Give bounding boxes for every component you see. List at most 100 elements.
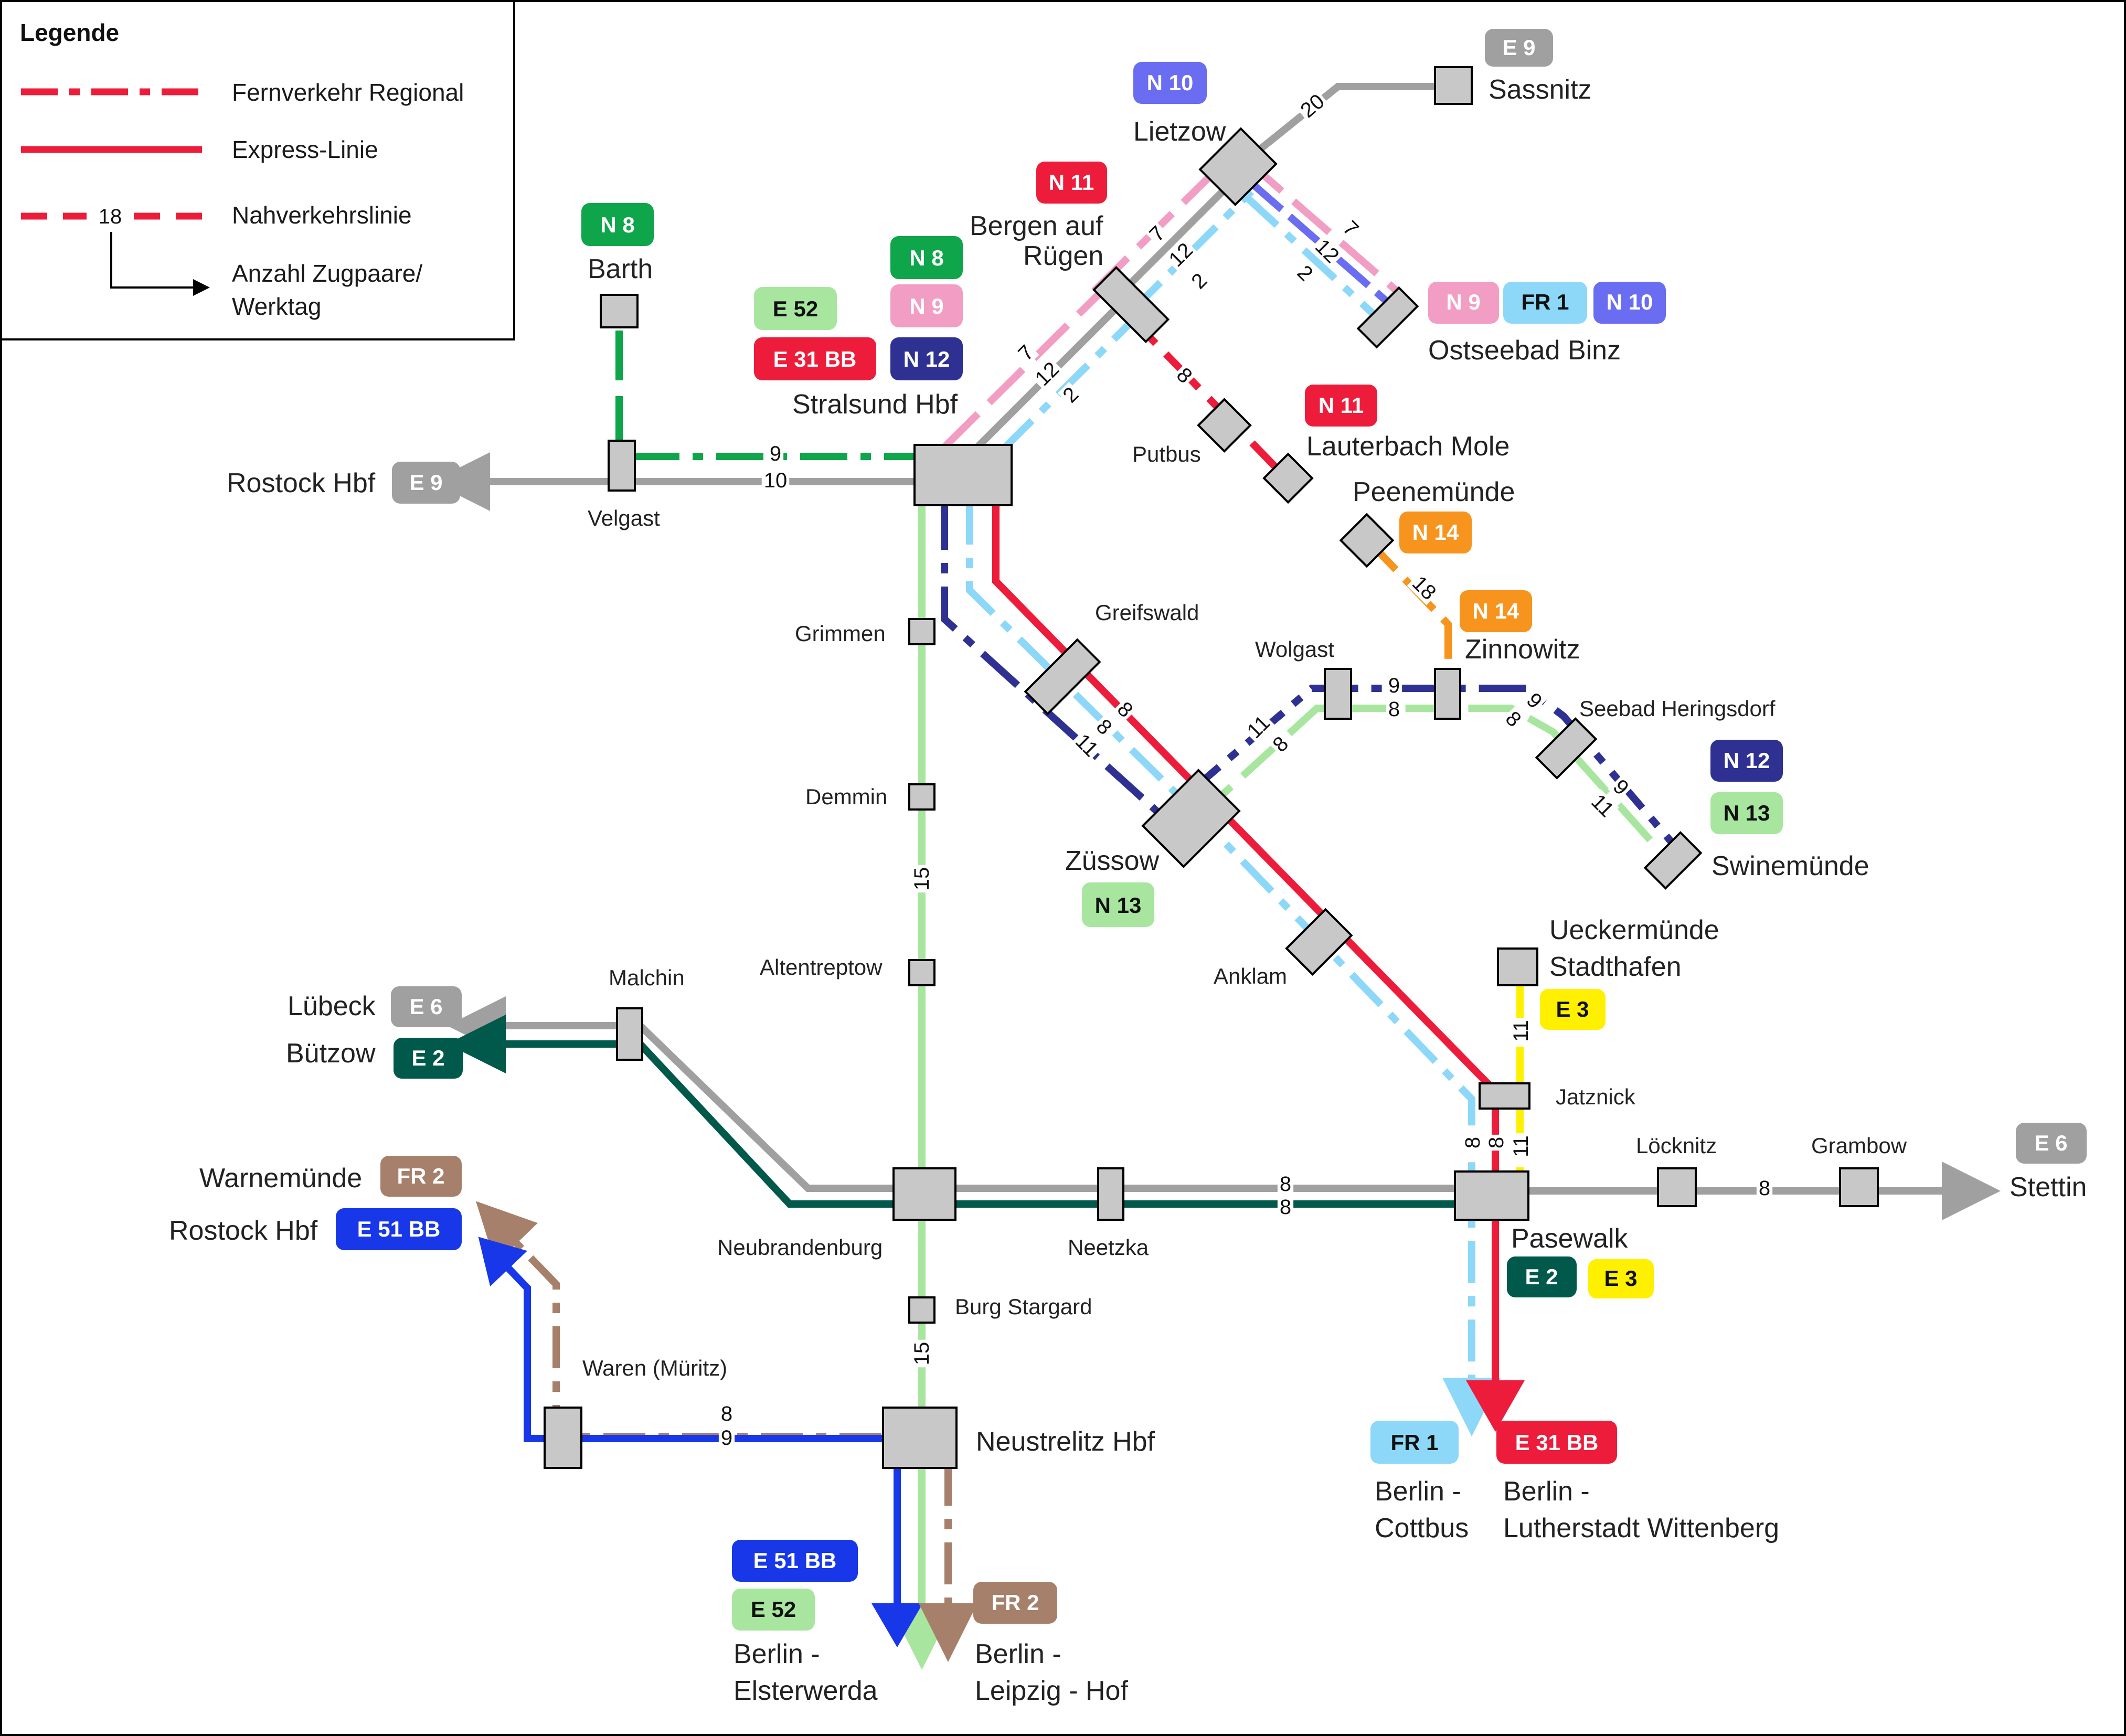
station-grambow[interactable] <box>1839 1167 1879 1207</box>
name-heringsdorf: Seebad Heringsdorf <box>1579 696 1776 721</box>
badge-e9-rostock[interactable]: E 9 <box>392 462 460 504</box>
legend: Legende Fernverkehr Regional Express-Lin… <box>0 0 515 340</box>
badge-n11-bergen[interactable]: N 11 <box>1036 162 1107 204</box>
legend-nahverkehr-label: Nahverkehrslinie <box>232 201 412 229</box>
station-waren[interactable] <box>544 1407 582 1469</box>
badge-n13-swinemuende[interactable]: N 13 <box>1710 792 1783 834</box>
count-velgast-stralsund-n8: 9 <box>770 442 781 465</box>
name-zinnowitz: Zinnowitz <box>1465 634 1580 665</box>
badge-n10-lietzow[interactable]: N 10 <box>1133 62 1207 104</box>
count-label-halo <box>1242 710 1275 744</box>
badge-e2-pasewalk[interactable]: E 2 <box>1507 1256 1577 1297</box>
count-label-halo <box>1186 268 1213 294</box>
badge-fr2-berlin[interactable]: FR 2 <box>973 1582 1057 1624</box>
station-peenemuende[interactable] <box>1339 513 1395 568</box>
station-zinnowitz[interactable] <box>1434 668 1461 720</box>
badge-e51bb-berlin[interactable]: E 51 BB <box>732 1540 858 1582</box>
station-greifswald[interactable] <box>1024 638 1101 716</box>
svg-text:E 9: E 9 <box>409 470 442 495</box>
svg-text:E 6: E 6 <box>2034 1131 2067 1155</box>
line-n9-stralsund-bergen <box>942 291 1102 450</box>
badge-e52-stralsund[interactable]: E 52 <box>754 287 837 330</box>
name-berlin-elsterwerda-line1: Berlin - <box>734 1639 820 1669</box>
station-bergen[interactable] <box>1092 266 1170 344</box>
station-stralsund[interactable] <box>913 444 1013 506</box>
name-wolgast: Wolgast <box>1255 637 1334 662</box>
count-label-halo <box>1511 1133 1532 1159</box>
badge-e52-berlin[interactable]: E 52 <box>732 1589 815 1631</box>
station-binz[interactable] <box>1356 286 1419 349</box>
station-neustrelitz[interactable] <box>882 1407 958 1469</box>
name-jatznick: Jatznick <box>1556 1084 1636 1109</box>
station-lauterbach[interactable] <box>1262 452 1314 504</box>
station-pasewalk[interactable] <box>1454 1170 1529 1221</box>
badge-e31bb-stralsund[interactable]: E 31 BB <box>754 337 876 380</box>
svg-text:FR 1: FR 1 <box>1390 1430 1438 1455</box>
name-swinemuende: Swinemünde <box>1712 851 1869 881</box>
line-e9-lietzow-sassnitz <box>1236 83 1440 170</box>
station-heringsdorf[interactable] <box>1535 717 1598 780</box>
station-velgast[interactable] <box>608 440 636 492</box>
badge-e6-luebeck[interactable]: E 6 <box>391 986 462 1027</box>
badge-fr1-binz[interactable]: FR 1 <box>1503 282 1587 324</box>
station-malchin[interactable] <box>616 1007 643 1061</box>
station-sassnitz[interactable] <box>1434 66 1473 105</box>
badge-e9-sassnitz[interactable]: E 9 <box>1485 29 1553 67</box>
count-label-halo <box>1030 357 1065 391</box>
station-anklam[interactable] <box>1285 908 1353 976</box>
svg-text:E 3: E 3 <box>1604 1266 1637 1291</box>
station-barth[interactable] <box>600 294 639 328</box>
count-label-halo <box>1277 1174 1294 1195</box>
badge-e3-pasewalk[interactable]: E 3 <box>1588 1259 1654 1298</box>
badge-e3-ueckermuende[interactable]: E 3 <box>1540 989 1606 1030</box>
name-ueckermuende-line1: Ueckermünde <box>1549 915 1719 945</box>
badge-e51bb-rostock[interactable]: E 51 BB <box>336 1208 462 1250</box>
station-demmin[interactable] <box>908 783 936 811</box>
badge-n14-peenemuende[interactable]: N 14 <box>1399 512 1472 553</box>
name-rostock-hbf-south: Rostock Hbf <box>169 1216 318 1246</box>
name-warnemuende: Warnemünde <box>199 1163 362 1194</box>
badge-n12-swinemuende[interactable]: N 12 <box>1710 740 1783 782</box>
station-loecknitz[interactable] <box>1657 1167 1697 1207</box>
svg-text:FR 1: FR 1 <box>1521 290 1569 314</box>
badge-n9-binz[interactable]: N 9 <box>1428 282 1499 324</box>
count-label-halo <box>1608 774 1634 801</box>
station-putbus[interactable] <box>1197 398 1252 453</box>
station-neetzka[interactable] <box>1097 1167 1124 1221</box>
badge-n11-lauterbach[interactable]: N 11 <box>1305 385 1377 427</box>
count-label-halo <box>1337 215 1364 242</box>
line-e31bb-stralsund-berlin <box>992 503 1525 1432</box>
station-jatznick[interactable] <box>1479 1082 1530 1110</box>
station-zuessow[interactable] <box>1141 769 1241 868</box>
badge-n10-binz[interactable]: N 10 <box>1593 282 1666 324</box>
name-berlin-wittenberg-line2: Lutherstadt Wittenberg <box>1503 1513 1779 1543</box>
badge-n9-stralsund[interactable]: N 9 <box>890 284 963 327</box>
badge-fr1-berlin[interactable]: FR 1 <box>1370 1421 1459 1464</box>
name-berlin-wittenberg-line1: Berlin - <box>1503 1476 1590 1507</box>
station-altentreptow[interactable] <box>908 959 936 986</box>
svg-text:E 9: E 9 <box>1502 35 1535 60</box>
station-wolgast[interactable] <box>1324 668 1352 720</box>
badge-n12-stralsund[interactable]: N 12 <box>890 337 963 380</box>
legend-count-label-line2: Werktag <box>232 293 321 320</box>
badge-n13-zuessow[interactable]: N 13 <box>1082 882 1154 927</box>
line-fr1-stralsund-bergen <box>1000 310 1144 453</box>
station-burg-stargard[interactable] <box>908 1296 936 1324</box>
station-ueckermuende[interactable] <box>1497 947 1538 986</box>
svg-text:E 6: E 6 <box>409 994 442 1019</box>
station-lietzow[interactable] <box>1198 127 1278 206</box>
legend-count-example: 18 <box>99 205 122 228</box>
badge-n8-barth[interactable]: N 8 <box>581 203 654 246</box>
station-swinemuende[interactable] <box>1643 831 1703 890</box>
badge-n14-zinnowitz[interactable]: N 14 <box>1460 590 1532 632</box>
svg-text:N 13: N 13 <box>1095 893 1142 918</box>
count-ueckermuende-jatznick: 11 <box>1510 1020 1533 1042</box>
badge-fr2-warnemuende[interactable]: FR 2 <box>380 1156 462 1197</box>
badge-e6-stettin[interactable]: E 6 <box>2016 1123 2087 1164</box>
count-label-halo <box>1292 260 1319 286</box>
badge-n8-stralsund[interactable]: N 8 <box>890 236 963 279</box>
badge-e31bb-berlin[interactable]: E 31 BB <box>1496 1421 1617 1464</box>
station-grimmen[interactable] <box>908 618 936 645</box>
badge-e2-buetzow[interactable]: E 2 <box>394 1038 463 1079</box>
station-neubrandenburg[interactable] <box>892 1167 956 1221</box>
